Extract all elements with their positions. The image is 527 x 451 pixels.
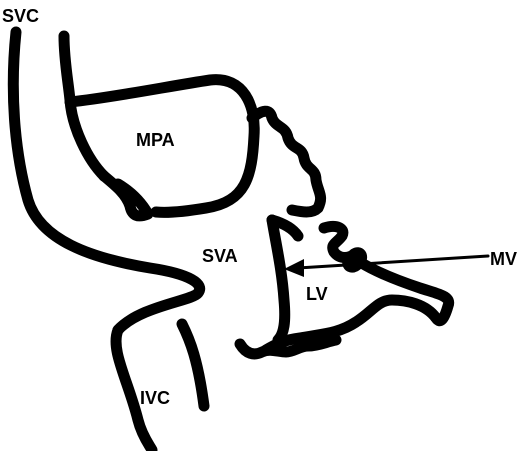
lv-outer-wall: [266, 262, 449, 350]
label-sva: SVA: [202, 246, 238, 266]
coiled-vessel: [252, 111, 321, 212]
mv-pointer-arrowhead: [284, 259, 304, 277]
ivc-right-wall: [182, 324, 204, 406]
septum-wall: [272, 220, 285, 340]
label-svc: SVC: [2, 6, 39, 26]
vessel-fold: [104, 176, 148, 216]
label-ivc: IVC: [140, 388, 170, 408]
label-mpa: MPA: [136, 130, 175, 150]
label-lv: LV: [306, 284, 328, 304]
label-mv: MV: [490, 249, 517, 269]
mv-pointer-line: [298, 256, 488, 268]
